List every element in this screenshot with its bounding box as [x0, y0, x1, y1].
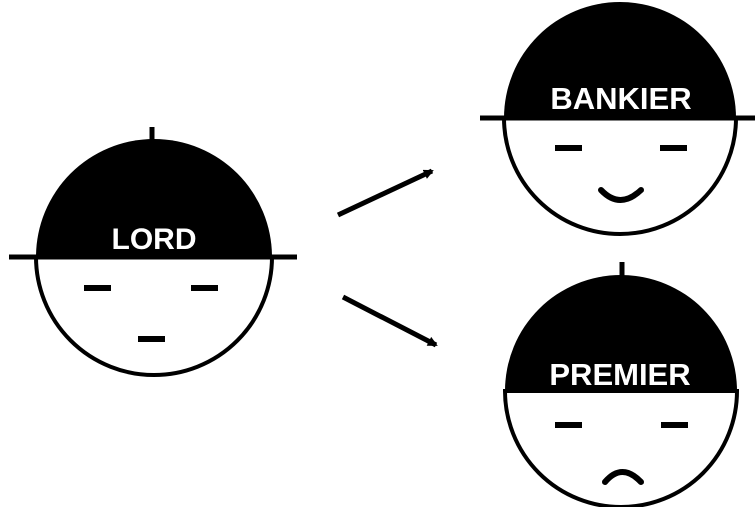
- lord-figure: LORD: [9, 127, 297, 377]
- bankier-face: [501, 116, 739, 236]
- premier-hat: [505, 275, 737, 391]
- lord-label: LORD: [112, 223, 197, 256]
- arrow-to-premier: [341, 294, 438, 348]
- premier-mouth: [602, 469, 644, 485]
- lord-hat: [36, 139, 272, 257]
- arrow-to-bankier: [336, 168, 434, 218]
- premier-face: [502, 389, 740, 507]
- bankier-label: BANKIER: [550, 81, 691, 116]
- premier-figure: PREMIER: [502, 262, 740, 507]
- premier-label: PREMIER: [549, 357, 690, 392]
- bankier-mouth: [598, 187, 644, 203]
- bankier-hat: [504, 2, 736, 118]
- bankier-figure: BANKIER: [480, 2, 755, 236]
- lord-face: [33, 255, 275, 377]
